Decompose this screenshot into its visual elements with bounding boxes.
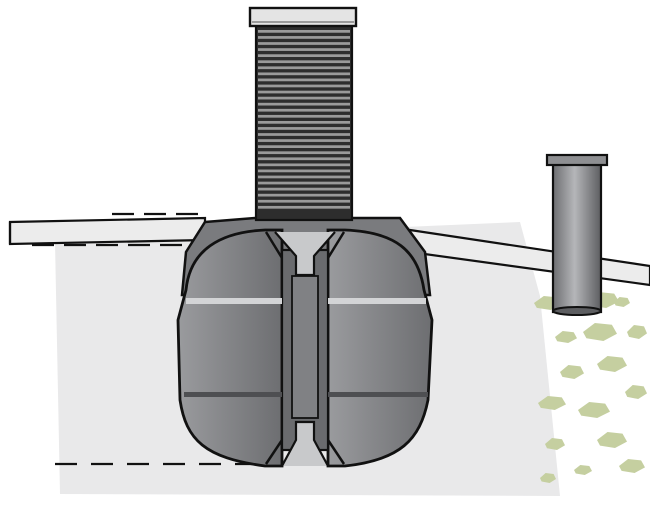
gravel-stone (597, 356, 627, 372)
riser-rib (258, 42, 350, 45)
riser-rib (258, 108, 350, 112)
twin-chamber-tank (176, 216, 434, 468)
gravel-stone (555, 331, 577, 343)
riser-rib (258, 199, 350, 203)
vent-pipe (545, 153, 609, 316)
gravel-stone (627, 325, 647, 339)
tank-rib-light (186, 298, 282, 304)
vent-cap (545, 153, 609, 167)
riser-rib (258, 181, 350, 185)
gravel-stone (614, 297, 630, 307)
ground-level-markers (32, 212, 262, 466)
riser-rib (258, 139, 350, 142)
gravel-stone (578, 402, 610, 418)
riser-rib (258, 151, 350, 155)
riser-rib (258, 90, 350, 94)
inlet-pipe (8, 216, 207, 246)
tank-rib-dark (184, 392, 282, 397)
gravel-stone (583, 323, 617, 341)
riser-rib (258, 127, 350, 130)
gravel-stone (574, 465, 592, 475)
gravel-stone (540, 473, 556, 483)
gravel-stone (619, 459, 645, 473)
tank-bottom-notch (281, 420, 329, 467)
gravel-stone (545, 438, 565, 450)
gravel-stone (538, 396, 566, 410)
riser-rib (258, 72, 350, 76)
riser-rib (258, 121, 350, 124)
riser-rib (258, 205, 350, 209)
riser-rib (258, 96, 350, 100)
riser-rib (258, 175, 350, 179)
riser-rib (258, 54, 350, 57)
riser-rib (258, 30, 350, 33)
tank-top-notch (274, 231, 336, 277)
riser-rib (258, 36, 350, 39)
tank-left-chamber (176, 228, 284, 468)
gravel-stone (625, 385, 647, 399)
gravel-stone (560, 365, 584, 379)
riser-rib (258, 193, 350, 197)
riser-rib (258, 145, 350, 148)
riser-rib (258, 84, 350, 88)
riser-rib (258, 66, 350, 70)
corrugated-riser (248, 6, 358, 222)
riser-rib (258, 187, 350, 191)
riser-rib (258, 78, 350, 82)
gravel-stone (597, 432, 627, 448)
riser-rib (258, 102, 350, 106)
riser-rib (258, 169, 350, 173)
riser-rib (258, 114, 350, 118)
riser-rib (258, 163, 350, 167)
tank-right-chamber (326, 228, 434, 468)
riser-rib (258, 133, 350, 136)
riser-cap (248, 6, 358, 28)
gravel-backfill (534, 292, 647, 483)
riser-ribs (258, 30, 350, 209)
riser-rib (258, 157, 350, 161)
riser-rib (258, 60, 350, 64)
riser-rib (258, 48, 350, 51)
